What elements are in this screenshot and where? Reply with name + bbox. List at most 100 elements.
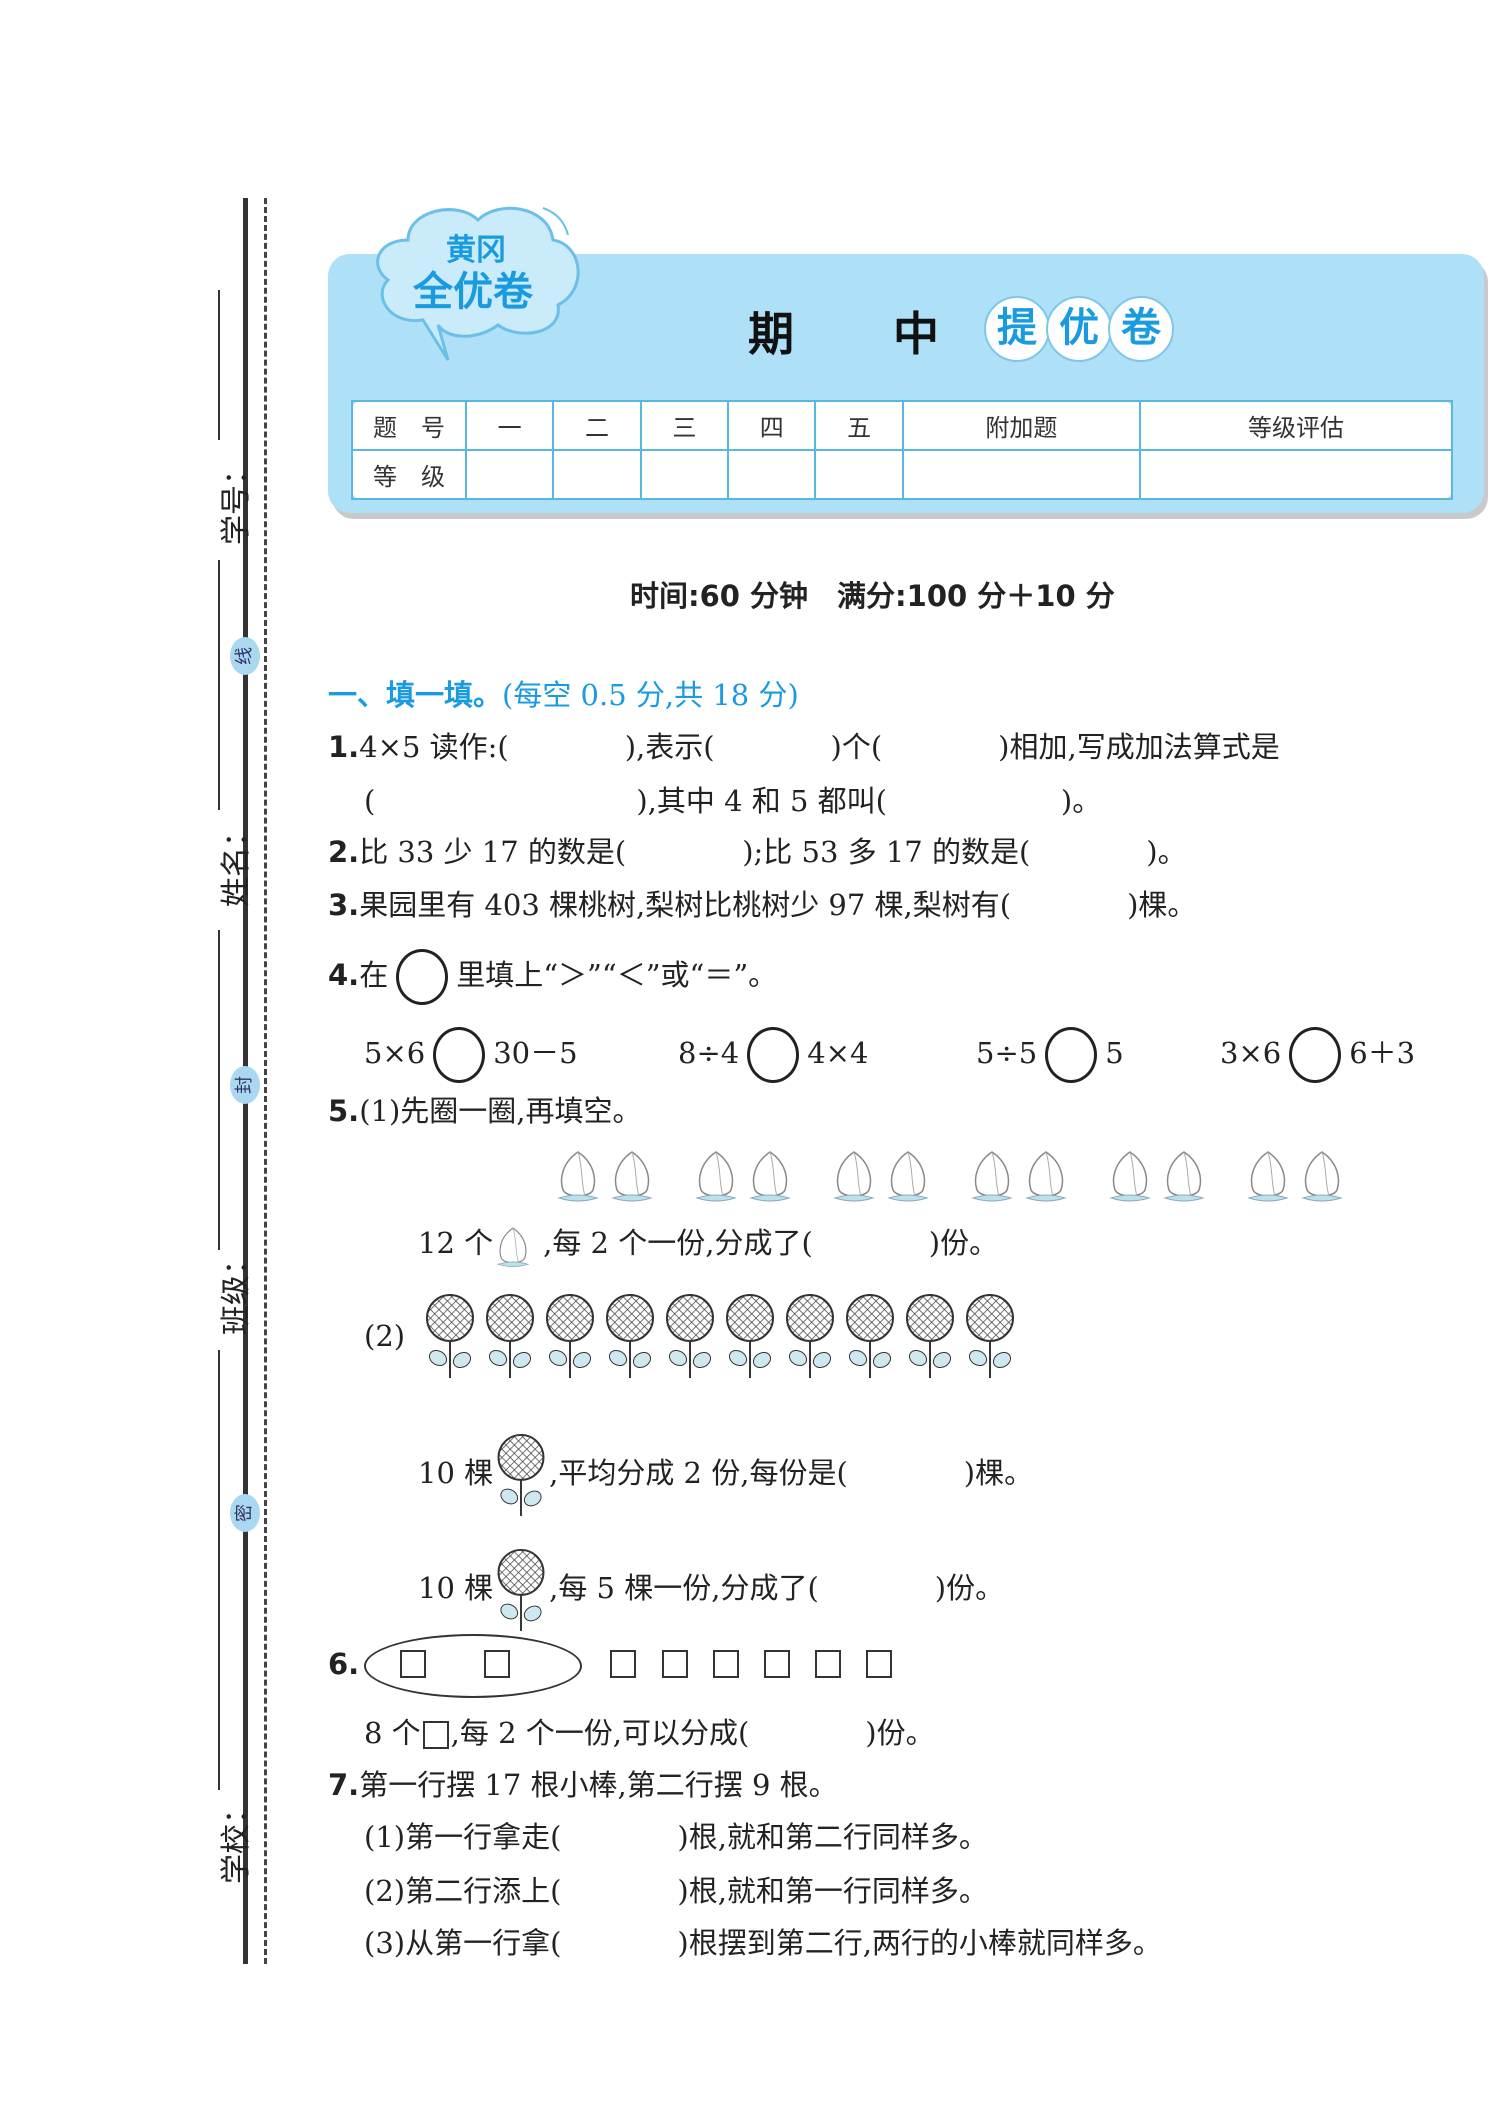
question-text: 在 bbox=[359, 958, 389, 992]
peach-icon bbox=[493, 1225, 543, 1268]
question-6-text: 8 个 ,每 2 个一份,可以分成( )份。 bbox=[364, 1713, 935, 1753]
sunflower-icon bbox=[422, 1292, 478, 1384]
question-text: ,每 5 棵一份,分成了( )份。 bbox=[549, 1571, 1005, 1605]
logo-text-2: 全优卷 bbox=[412, 269, 534, 315]
grade-cell[interactable] bbox=[552, 449, 642, 500]
exam-info: 时间:60 分钟 满分:100 分＋10 分 bbox=[630, 579, 1115, 613]
question-5: 5.(1)先圈一圈,再填空。 bbox=[328, 1091, 642, 1131]
question-number: 2. bbox=[328, 835, 360, 869]
question-1: 1.4×5 读作:( ),表示( )个( )相加,写成加法算式是 bbox=[328, 727, 1280, 767]
question-6: 6. bbox=[328, 1644, 359, 1684]
question-7-1: (1)第一行拿走( )根,就和第二行同样多。 bbox=[364, 1820, 988, 1854]
question-5-1: 12 个,每 2 个一份,分成了( )份。 bbox=[418, 1223, 998, 1268]
expr: 4×4 bbox=[807, 1036, 869, 1070]
peach-icon bbox=[1159, 1148, 1209, 1208]
question-text: 里填上“＞”“＜”或“＝”。 bbox=[456, 958, 778, 992]
grade-cell[interactable] bbox=[901, 449, 1141, 500]
peach-icon bbox=[1243, 1148, 1293, 1208]
question-number: 6. bbox=[328, 1647, 360, 1681]
grade-cell[interactable] bbox=[814, 449, 904, 500]
expr: 5×6 bbox=[364, 1036, 426, 1070]
question-text: 果园里有 403 棵桃树,梨树比桃树少 97 棵,梨树有( )棵。 bbox=[359, 888, 1197, 922]
question-number: 1. bbox=[328, 730, 360, 764]
question-text: 10 棵 bbox=[418, 1571, 494, 1605]
brand-logo: 黄冈 全优卷 bbox=[368, 200, 590, 362]
question-number: 3. bbox=[328, 888, 360, 922]
grade-cell[interactable] bbox=[639, 449, 730, 500]
school-label: 学校： bbox=[219, 1794, 254, 1884]
class-field[interactable] bbox=[218, 1350, 220, 1790]
comparison-row: 5÷5 5 bbox=[976, 1027, 1124, 1083]
badge-char: 卷 bbox=[1108, 296, 1174, 362]
sunflower-group bbox=[422, 1292, 1026, 1380]
compare-circle[interactable] bbox=[1045, 1027, 1098, 1083]
expr: 6＋3 bbox=[1349, 1036, 1416, 1070]
peach-icon bbox=[883, 1148, 933, 1208]
peach-icon bbox=[607, 1148, 657, 1208]
comparison-row: 5×6 30－5 bbox=[364, 1027, 578, 1083]
expr: 3×6 bbox=[1220, 1036, 1282, 1070]
square-icon bbox=[484, 1650, 510, 1678]
question-4: 4.在 里填上“＞”“＜”或“＝”。 bbox=[328, 949, 777, 1005]
sunflower-icon bbox=[662, 1292, 718, 1384]
peach-icon bbox=[1021, 1148, 1071, 1208]
sunflower-icon bbox=[542, 1292, 598, 1384]
name-field[interactable] bbox=[218, 930, 220, 1250]
sunflower-icon bbox=[602, 1292, 658, 1384]
name-label: 姓名： bbox=[219, 817, 254, 907]
sunflower-icon bbox=[782, 1292, 838, 1384]
peach-icon bbox=[553, 1148, 603, 1208]
grade-cell[interactable] bbox=[1138, 449, 1454, 500]
question-5-2a: 10 棵,平均分成 2 份,每份是( )棵。 bbox=[418, 1432, 1033, 1518]
title-qi: 期 bbox=[748, 307, 794, 361]
badge-char: 提 bbox=[984, 296, 1050, 362]
peach-icon bbox=[967, 1148, 1017, 1208]
question-1-cont: ( ),其中 4 和 5 都叫( )。 bbox=[364, 784, 1102, 818]
question-text: 第一行摆 17 根小棒,第二行摆 9 根。 bbox=[359, 1768, 838, 1802]
question-text: ,每 2 个一份,可以分成( )份。 bbox=[450, 1716, 935, 1750]
compare-circle[interactable] bbox=[433, 1027, 486, 1083]
seal-mi: 密 bbox=[230, 1494, 260, 1532]
class-label: 班级： bbox=[219, 1245, 254, 1335]
title-zhong: 中 bbox=[893, 307, 939, 361]
grade-cell[interactable] bbox=[727, 449, 817, 500]
table-header-cell: 题 号 bbox=[351, 400, 467, 451]
table-header-cell: 一 bbox=[464, 400, 555, 451]
square-icon bbox=[422, 1721, 449, 1749]
question-7-3: (3)从第一行拿( )根摆到第二行,两行的小棒就同样多。 bbox=[364, 1926, 1162, 1960]
square-icon bbox=[764, 1650, 790, 1678]
sunflower-icon bbox=[842, 1292, 898, 1384]
student-id-label: 学号： bbox=[219, 455, 254, 545]
grouping-ellipse bbox=[364, 1634, 582, 1698]
expr: 8÷4 bbox=[678, 1036, 740, 1070]
square-icon bbox=[400, 1650, 426, 1678]
peach-group bbox=[553, 1148, 1353, 1204]
section-heading: 一、填一填。 bbox=[328, 678, 503, 712]
expr: 30－5 bbox=[493, 1036, 578, 1070]
compare-circle[interactable] bbox=[747, 1027, 800, 1083]
table-header-cell: 等级评估 bbox=[1138, 400, 1454, 451]
table-row: 题 号 一 二 三 四 五 附加题 等级评估 bbox=[351, 400, 1454, 451]
sunflower-icon bbox=[962, 1292, 1018, 1384]
seal-feng: 封 bbox=[230, 1066, 260, 1104]
question-text: 12 个 bbox=[418, 1226, 494, 1260]
question-7: 7.第一行摆 17 根小棒,第二行摆 9 根。 bbox=[328, 1765, 838, 1805]
question-number: 4. bbox=[328, 958, 360, 992]
comparison-row: 3×6 6＋3 bbox=[1220, 1027, 1415, 1083]
table-row-label: 等 级 bbox=[351, 449, 467, 500]
cut-line bbox=[264, 198, 267, 1964]
sunflower-icon bbox=[722, 1292, 778, 1384]
compare-circle[interactable] bbox=[1289, 1027, 1342, 1083]
expr: 5÷5 bbox=[976, 1036, 1038, 1070]
student-id-field[interactable] bbox=[218, 560, 220, 810]
question-text: 比 33 少 17 的数是( );比 53 多 17 的数是( )。 bbox=[359, 835, 1187, 869]
question-number: 5. bbox=[328, 1094, 360, 1128]
grade-cell[interactable] bbox=[464, 449, 555, 500]
section-note: (每空 0.5 分,共 18 分) bbox=[502, 678, 799, 712]
expr: 5 bbox=[1105, 1036, 1124, 1070]
section-title: 一、填一填。(每空 0.5 分,共 18 分) bbox=[328, 675, 799, 715]
table-header-cell: 五 bbox=[814, 400, 904, 451]
question-text: 8 个 bbox=[364, 1716, 421, 1750]
badge-char: 优 bbox=[1046, 296, 1112, 362]
circle-icon bbox=[396, 949, 449, 1005]
